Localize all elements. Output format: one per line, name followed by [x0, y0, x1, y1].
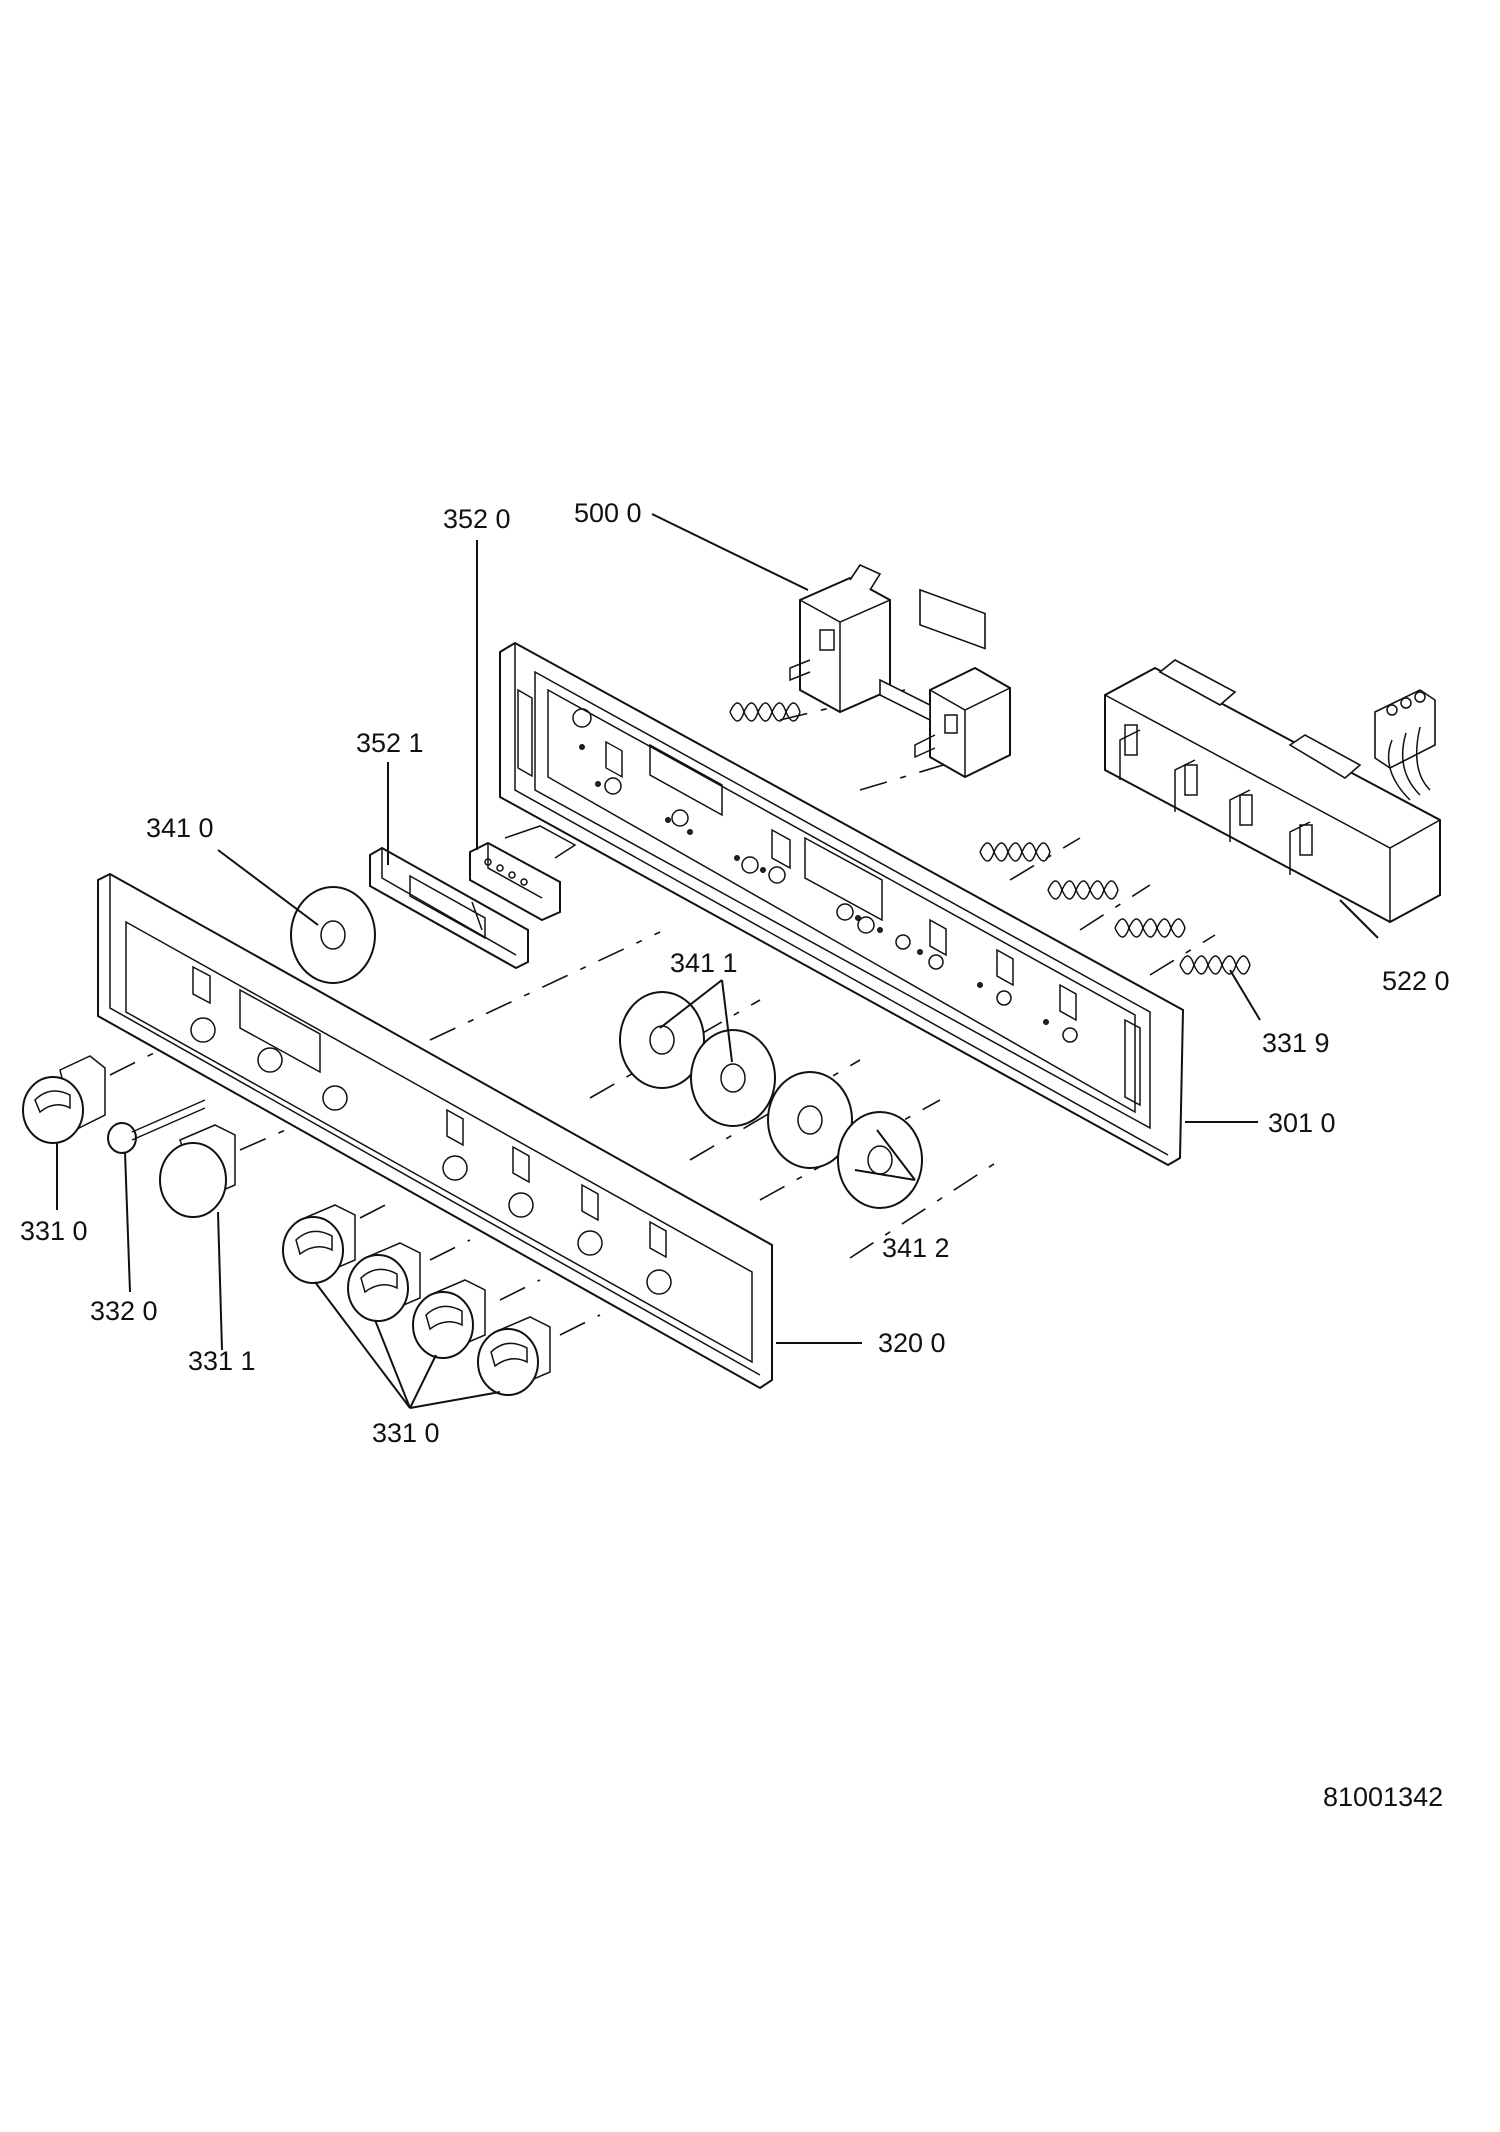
washer-341-2-b — [837, 1111, 923, 1209]
label-500-0: 500 0 — [574, 498, 642, 528]
label-331-0-left: 331 0 — [20, 1216, 88, 1246]
label-332-0: 332 0 — [90, 1296, 158, 1326]
drawing-number: 81001342 — [1323, 1782, 1443, 1812]
spring-d — [1114, 918, 1186, 938]
bracket-352-0 — [469, 825, 577, 922]
front-fascia-panel — [97, 872, 773, 1390]
washer-341-1-b — [690, 1029, 776, 1127]
knob-331-0-left — [22, 1055, 106, 1144]
rear-control-panel — [499, 641, 1185, 1167]
washer-341-1-a — [619, 991, 705, 1089]
spring-c — [1047, 880, 1119, 900]
label-301-0: 301 0 — [1268, 1108, 1336, 1138]
label-352-1: 352 1 — [356, 728, 424, 758]
label-341-1: 341 1 — [670, 948, 738, 978]
label-341-2: 341 2 — [882, 1233, 950, 1263]
spring-331-9 — [1179, 955, 1251, 975]
washer-341-2-a — [767, 1071, 853, 1169]
washer-341-0 — [290, 886, 376, 984]
spring-a — [729, 702, 801, 722]
knob-331-0-d — [477, 1316, 551, 1396]
knob-332-0 — [107, 1099, 206, 1154]
label-331-9: 331 9 — [1262, 1028, 1330, 1058]
knob-331-1 — [159, 1124, 236, 1218]
leader-lines — [56, 513, 1379, 1409]
switch-block-522-0 — [1104, 659, 1441, 924]
knob-331-0-c — [412, 1279, 486, 1359]
knob-331-0-a — [282, 1204, 356, 1284]
label-331-1: 331 1 — [188, 1346, 256, 1376]
bracket-352-1 — [369, 846, 529, 970]
part-labels: 352 0 500 0 352 1 341 0 341 1 522 0 331 … — [20, 498, 1450, 1812]
switch-block-500-0 — [789, 563, 1011, 779]
label-522-0: 522 0 — [1382, 966, 1450, 996]
label-320-0: 320 0 — [878, 1328, 946, 1358]
label-341-0: 341 0 — [146, 813, 214, 843]
label-331-0-bottom: 331 0 — [372, 1418, 440, 1448]
knob-331-0-b — [347, 1242, 421, 1322]
spring-b — [979, 842, 1051, 862]
label-352-0: 352 0 — [443, 504, 511, 534]
